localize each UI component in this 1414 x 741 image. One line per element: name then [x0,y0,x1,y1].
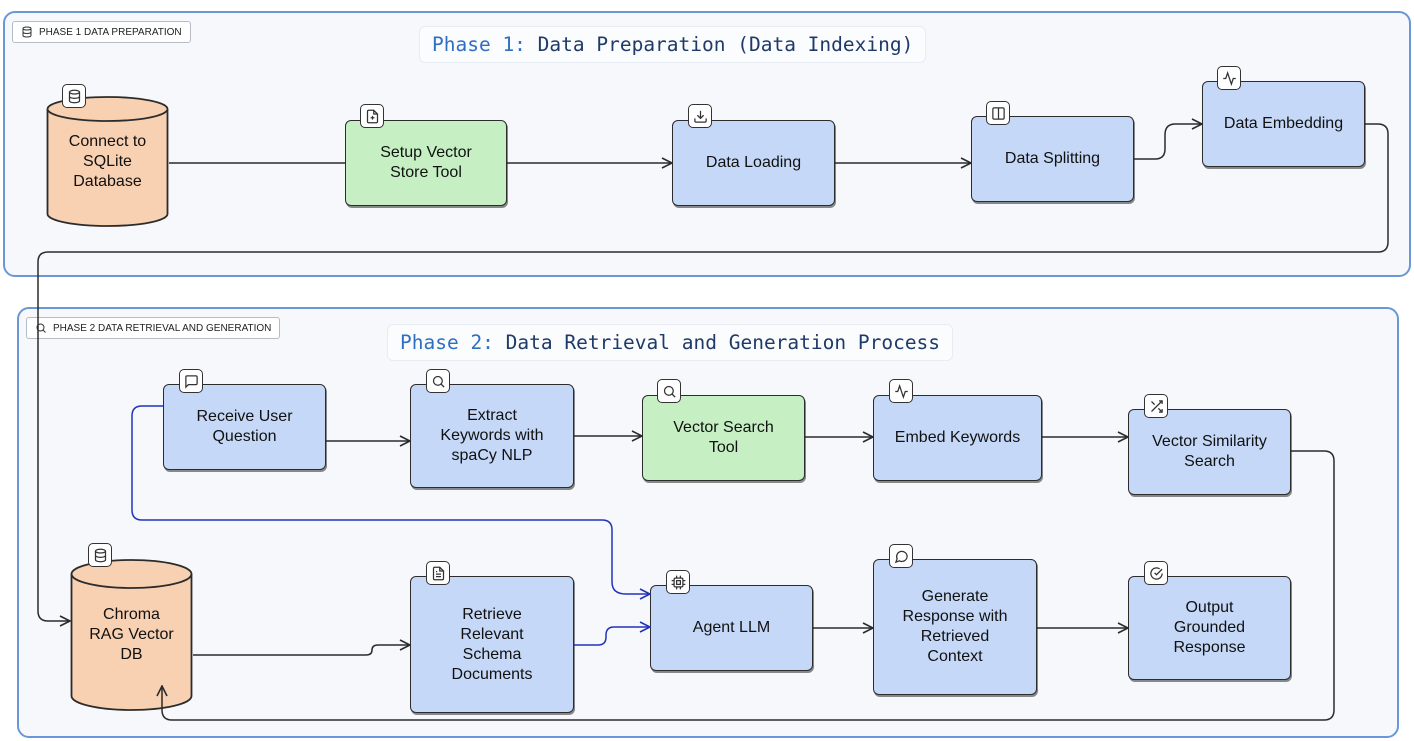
phase-1-badge-label: PHASE 1 DATA PREPARATION [39,26,182,38]
phase-2-badge-label: PHASE 2 DATA RETRIEVAL AND GENERATION [53,322,272,334]
message-circle-icon [889,544,913,568]
phase-1-title-text: Data Preparation (Data Indexing) [525,33,914,56]
database-icon [88,543,112,567]
data-loading-label: Data Loading [705,154,802,171]
setup-vector-store-node: Setup Vector Store Tool [345,120,507,206]
agent-llm-label: Agent LLM [692,619,771,636]
vector-search-tool-node: Vector Search Tool [642,395,805,481]
activity-icon [889,379,913,403]
search-icon [426,369,450,393]
search-icon [657,379,681,403]
phase-2-title-lead: Phase 2: [400,331,494,354]
extract-keywords-label: Extract Keywords with spaCy NLP [440,407,544,464]
retrieve-schema-documents-label: Retrieve Relevant Schema Documents [451,605,533,683]
output-grounded-response-label: Output Grounded Response [1173,599,1246,656]
phase-1-title-lead: Phase 1: [432,33,526,56]
cpu-icon [666,570,690,594]
data-embedding-label: Data Embedding [1223,115,1344,132]
embed-keywords-node: Embed Keywords [873,395,1042,481]
phase-2-badge: PHASE 2 DATA RETRIEVAL AND GENERATION [26,317,281,339]
download-icon [688,104,712,128]
database-icon [22,26,32,38]
search-icon [36,323,46,333]
activity-icon [1217,66,1241,90]
data-loading-node: Data Loading [672,120,835,206]
file-text-icon [426,561,450,585]
receive-user-question-label: Receive User Question [196,408,293,445]
database-icon [62,84,86,108]
phase-1-title: Phase 1: Data Preparation (Data Indexing… [419,26,927,63]
generate-response-label: Generate Response with Retrieved Context [902,588,1008,665]
sqlite-database-label: Connect to SQLite Database [68,133,147,190]
vector-search-tool-label: Vector Search Tool [673,419,774,456]
data-embedding-node: Data Embedding [1202,81,1365,167]
data-splitting-node: Data Splitting [971,116,1134,202]
data-splitting-label: Data Splitting [1004,150,1101,167]
vector-similarity-search-node: Vector Similarity Search [1128,409,1291,495]
receive-user-question-node: Receive User Question [163,384,326,470]
check-circle-icon [1144,561,1168,585]
extract-keywords-node: Extract Keywords with spaCy NLP [410,384,574,488]
retrieve-schema-documents-node: Retrieve Relevant Schema Documents [410,576,574,713]
embed-keywords-label: Embed Keywords [894,429,1021,446]
output-grounded-response-node: Output Grounded Response [1128,576,1291,680]
columns-icon [986,101,1010,125]
file-plus-icon [360,104,384,128]
agent-llm-node: Agent LLM [650,585,813,671]
setup-vector-store-label: Setup Vector Store Tool [380,144,472,181]
phase-1-badge: PHASE 1 DATA PREPARATION [12,21,191,43]
chroma-rag-vector-db-label: Chroma RAG Vector DB [89,606,174,663]
shuffle-icon [1144,394,1168,418]
phase-2-title: Phase 2: Data Retrieval and Generation P… [387,324,954,361]
chroma-rag-vector-db-node: Chroma RAG Vector DB [70,559,193,711]
phase-2-title-text: Data Retrieval and Generation Process [493,331,941,354]
generate-response-node: Generate Response with Retrieved Context [873,559,1037,695]
message-square-icon [179,369,203,393]
sqlite-database-node: Connect to SQLite Database [46,96,169,228]
vector-similarity-search-label: Vector Similarity Search [1152,433,1267,470]
